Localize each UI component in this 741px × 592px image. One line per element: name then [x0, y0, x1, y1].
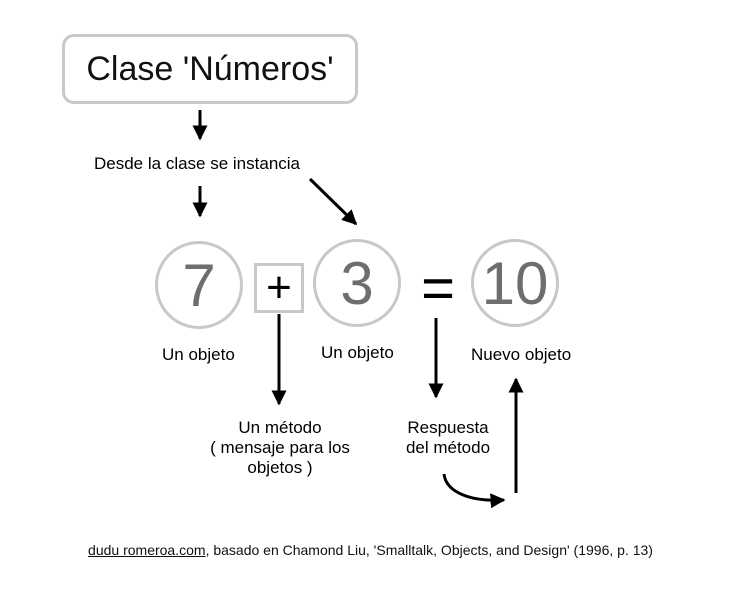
object-label-7: Un objeto — [162, 345, 235, 364]
method-label-line-1: Un método — [238, 418, 322, 437]
credit-link[interactable]: dudu romeroa.com — [88, 542, 206, 558]
object-circle-7: 7 — [155, 241, 243, 329]
plus-symbol: + — [266, 263, 292, 312]
instantiate-label: Desde la clase se instancia — [94, 154, 301, 173]
credit-text: , basado en Chamond Liu, 'Smalltalk, Obj… — [205, 542, 653, 558]
object-circle-3: 3 — [313, 239, 401, 327]
object-value-7: 7 — [182, 251, 216, 319]
result-label: Nuevo objeto — [471, 345, 572, 364]
curved-arrow-icon — [442, 473, 506, 509]
object-value-3: 3 — [340, 249, 374, 317]
response-label-line-2: del método — [405, 438, 491, 457]
credit-line: dudu romeroa.com, basado en Chamond Liu,… — [0, 542, 741, 558]
class-title: Clase 'Números' — [86, 49, 334, 88]
equals-symbol: = — [421, 255, 455, 321]
arrow-diagonal-icon — [308, 177, 358, 226]
object-label-3: Un objeto — [321, 343, 394, 362]
response-label-line-1: Respuesta — [407, 418, 489, 437]
class-box: Clase 'Números' — [62, 34, 358, 104]
method-label-line-2: ( mensaje para los — [210, 438, 350, 457]
plus-operator-box: + — [254, 263, 304, 313]
result-circle-10: 10 — [471, 239, 559, 327]
result-value: 10 — [481, 249, 549, 317]
method-label-line-3: objetos ) — [247, 458, 313, 477]
method-label: Un método ( mensaje para los objetos ) — [190, 418, 370, 478]
response-label: Respuesta del método — [388, 418, 508, 458]
